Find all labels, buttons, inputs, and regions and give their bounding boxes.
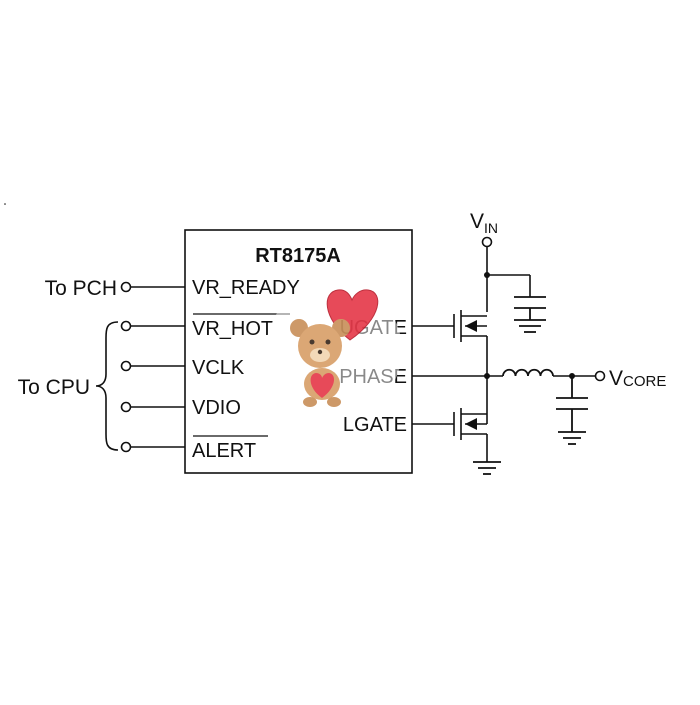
bear-heart-icon bbox=[310, 373, 335, 398]
vin-label: VIN bbox=[470, 210, 498, 236]
bear-nose bbox=[317, 349, 323, 355]
input-capacitor bbox=[514, 296, 546, 333]
left-pin-wires bbox=[120, 281, 185, 453]
to-pch-label: To PCH bbox=[45, 277, 117, 300]
pin-vdio: VDIO bbox=[192, 397, 241, 419]
to-cpu-label: To CPU bbox=[18, 376, 90, 399]
low-side-mosfet bbox=[460, 408, 488, 462]
pin-lgate: LGATE bbox=[343, 414, 407, 436]
chip-name: RT8175A bbox=[255, 245, 341, 267]
bear-foot-left bbox=[303, 397, 317, 407]
vin-junction-dot bbox=[484, 272, 490, 278]
bear-muzzle bbox=[310, 348, 330, 362]
phase-junction-dot bbox=[484, 373, 490, 379]
teddy-bear-heart-icon bbox=[290, 289, 379, 407]
vin-rail bbox=[481, 236, 531, 312]
vcore-terminal bbox=[594, 370, 606, 382]
pin-vclk: VCLK bbox=[192, 357, 245, 379]
bear-eye-left bbox=[309, 339, 315, 345]
high-side-mosfet bbox=[460, 310, 488, 424]
pin-vr-ready: VR_READY bbox=[192, 277, 300, 299]
stray-dot bbox=[4, 203, 6, 205]
vcore-label: VCORE bbox=[609, 367, 666, 390]
pin-alert: ALERT bbox=[192, 440, 256, 462]
output-capacitor bbox=[556, 376, 588, 445]
watermark bbox=[266, 282, 402, 418]
bear-head bbox=[298, 324, 342, 368]
cpu-brace bbox=[95, 321, 119, 451]
chip-body bbox=[184, 229, 413, 474]
bear-eye-right bbox=[325, 339, 331, 345]
inductor-icon bbox=[502, 368, 554, 377]
bear-foot-right bbox=[327, 397, 341, 407]
pin-vr-hot: VR_HOT bbox=[192, 318, 273, 340]
low-side-ground-icon bbox=[473, 461, 501, 475]
